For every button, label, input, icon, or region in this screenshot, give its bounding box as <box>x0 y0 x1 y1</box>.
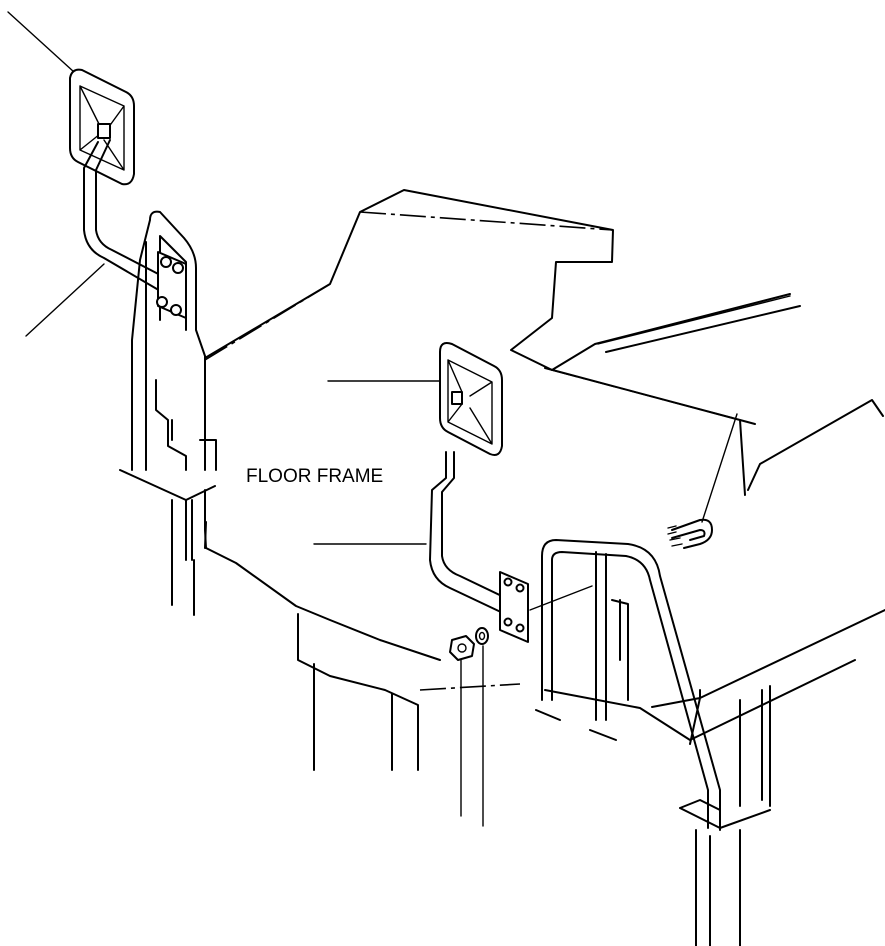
left-bracket-column <box>119 210 216 501</box>
left-bolt-4 <box>170 304 182 316</box>
left-column-foot <box>171 489 207 616</box>
u-bolt-thread <box>667 525 683 547</box>
left-bolt-1 <box>160 256 172 268</box>
left-bolt-3 <box>156 296 168 308</box>
hidden-line-top <box>204 283 331 361</box>
right-mirror-joint <box>451 391 463 405</box>
cab-right-step <box>544 305 884 496</box>
handrail-base <box>679 799 771 829</box>
hex-nut-hole <box>457 643 467 653</box>
left-mirror-assembly <box>69 68 217 616</box>
right-plate-hole-3 <box>503 617 513 627</box>
right-mirror-arm <box>429 451 511 615</box>
right-plate-hole-1 <box>503 577 513 587</box>
u-bolt-part <box>667 518 713 549</box>
handrail-inner <box>551 551 709 829</box>
leader-right-plate <box>529 585 593 611</box>
hidden-line-right <box>551 369 741 421</box>
floor-frame-label: FLOOR FRAME <box>246 466 383 487</box>
platform-block <box>544 659 856 741</box>
washer <box>475 627 489 645</box>
platform-edge <box>204 521 441 661</box>
handrail-post <box>535 551 629 741</box>
right-mirror-glass <box>447 359 493 445</box>
right-mirror-assembly <box>429 342 529 661</box>
handrail <box>535 539 771 946</box>
left-bolt-2 <box>172 262 184 274</box>
hidden-line-mid <box>359 211 614 231</box>
washer-hole <box>478 631 486 641</box>
leader-left-arm <box>25 263 105 337</box>
leader-u-bolt <box>701 413 738 523</box>
rear-posts <box>695 685 771 946</box>
left-mirror-joint <box>97 123 111 139</box>
right-plate-hole-4 <box>515 623 525 633</box>
hidden-line-base <box>419 683 521 691</box>
cab-top-outline <box>204 189 791 371</box>
lower-frame <box>297 613 419 771</box>
right-plate-hole-2 <box>515 583 525 593</box>
right-mirror-frame <box>439 342 503 456</box>
left-mirror-glass <box>79 85 125 171</box>
platform-right <box>651 609 885 745</box>
left-column-steps <box>155 379 217 471</box>
handrail-outer <box>541 539 721 831</box>
leader-lines <box>7 11 791 827</box>
leader-left-mirror <box>7 11 75 73</box>
hex-nut <box>449 635 475 661</box>
u-bolt <box>671 518 713 549</box>
left-mirror-arm <box>83 139 167 293</box>
